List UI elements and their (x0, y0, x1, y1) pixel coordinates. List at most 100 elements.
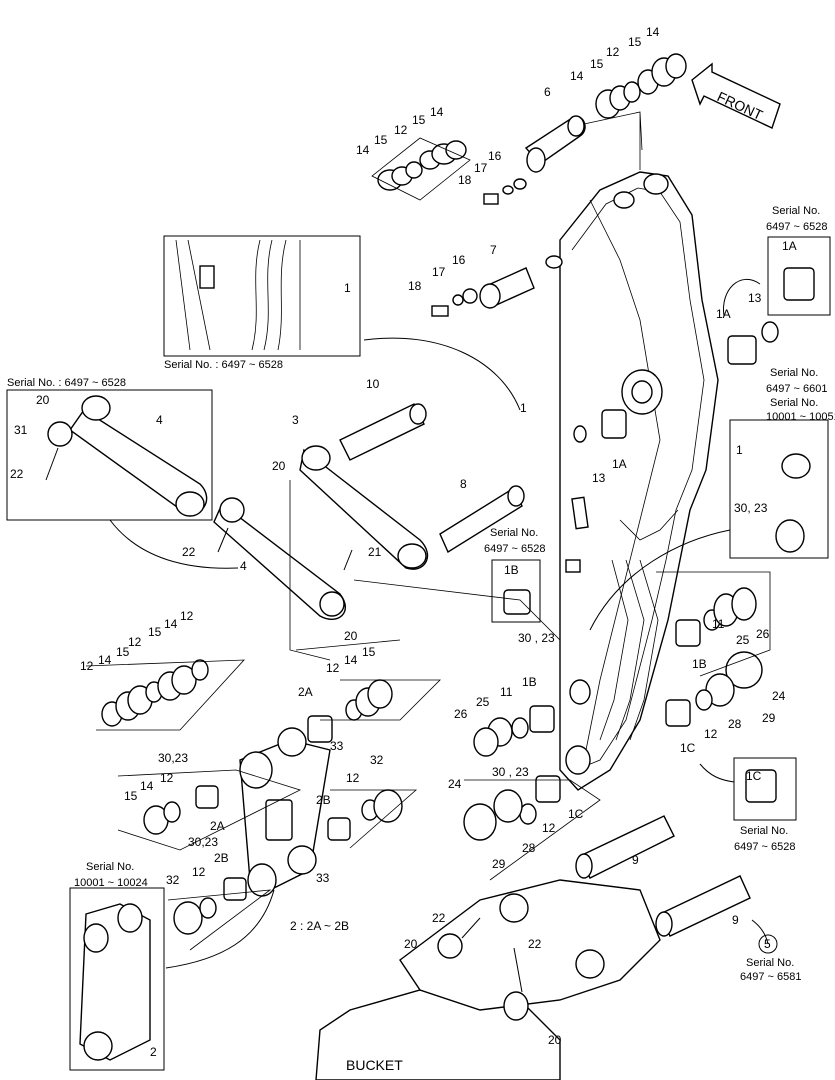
callout-label: 20 (36, 393, 50, 407)
callout-label: 14 (140, 779, 154, 793)
callout-label: 31 (14, 423, 28, 437)
arm (545, 171, 719, 791)
detail-box-1B (491, 559, 541, 623)
callout-label: 17 (432, 265, 446, 279)
callout-label: 5 (764, 937, 771, 951)
callout-label: 12 (394, 123, 408, 137)
callout-label: 20 (404, 937, 418, 951)
callout-label: 2B (214, 851, 229, 865)
callout-label: Serial No. (770, 367, 818, 379)
callout-label: 30 , 23 (492, 765, 529, 779)
link-3 (299, 445, 429, 570)
callout-label: 12 (606, 45, 620, 59)
callout-label: Serial No. (772, 205, 820, 217)
callout-label: 12 (180, 609, 194, 623)
callout-label: 2 (150, 1045, 157, 1059)
callout-label: 22 (528, 937, 542, 951)
bearings-right (463, 321, 779, 841)
top-left-rings (377, 140, 467, 191)
callout-label: 14 (356, 143, 370, 157)
bolt-18-a (483, 178, 527, 205)
callout-label: Serial No. (490, 527, 538, 539)
callout-label: 1C (680, 741, 696, 755)
callout-label: 12 (704, 727, 718, 741)
callout-label: 4 (240, 559, 247, 573)
callout-label: 1A (782, 239, 797, 253)
callout-label: 14 (430, 105, 444, 119)
callout-label: 18 (408, 279, 422, 293)
callout-label: 15 (412, 113, 426, 127)
callout-label: 33 (316, 871, 330, 885)
callout-label: 1 (736, 443, 743, 457)
callout-label: 6497 ~ 6528 (484, 543, 545, 555)
pin-9 (575, 815, 751, 937)
callout-label: 26 (454, 707, 468, 721)
callout-label: 13 (748, 291, 762, 305)
callout-label: 32 (370, 753, 384, 767)
callout-label: 25 (736, 633, 750, 647)
callout-label: 20 (548, 1033, 562, 1047)
pin-7 (431, 267, 535, 317)
callout-label: 2A (298, 685, 313, 699)
callout-label: 20 (344, 629, 358, 643)
callout-label: 3 (292, 413, 299, 427)
detail-box-1 (163, 235, 361, 357)
callout-label: 24 (772, 689, 786, 703)
callout-label: 15 (116, 645, 130, 659)
detail-box-2 (69, 887, 165, 1071)
link-2 (195, 715, 351, 901)
callout-label: 15 (590, 57, 604, 71)
callout-label: 30 , 23 (518, 631, 555, 645)
callout-label: 22 (182, 545, 196, 559)
callout-label: 26 (756, 627, 770, 641)
callout-label: 16 (488, 149, 502, 163)
link-4-detail (45, 395, 208, 517)
callout-label: 25 (476, 695, 490, 709)
detail-box-4 (6, 389, 213, 521)
callout-label: 15 (124, 789, 138, 803)
callout-label: 14 (344, 653, 358, 667)
callout-label: 9 (732, 913, 739, 927)
link-4 (213, 497, 346, 621)
callout-label: 1 (520, 401, 527, 415)
callout-label: 10 (366, 377, 380, 391)
callout-label: 2A (210, 819, 225, 833)
callout-label: 20 (272, 459, 286, 473)
bucket-label: BUCKET (346, 1057, 403, 1073)
callout-label: 14 (570, 69, 584, 83)
callout-label: Serial No. : 6497 ~ 6528 (164, 359, 283, 371)
callout-label: 1B (522, 675, 537, 689)
callout-label: 16 (452, 253, 466, 267)
callout-label: 1 (344, 281, 351, 295)
labels: 14 15 12 15 14 6 14 15 12 15 14 16 17 18… (7, 25, 835, 1073)
callout-label: Serial No. (770, 397, 818, 409)
bucket (315, 879, 661, 1080)
callout-label: 4 (156, 413, 163, 427)
callout-label: Serial No. (86, 861, 134, 873)
callout-label: 6497 ~ 6601 (766, 383, 827, 395)
callout-label: 8 (460, 477, 467, 491)
callout-label: 10001 ~ 10024 (74, 877, 148, 889)
callout-label: 1C (746, 769, 762, 783)
callout-label: 6497 ~ 6528 (734, 841, 795, 853)
callout-label: 6497 ~ 6581 (740, 971, 801, 983)
callout-label: 10001 ~ 10051 (766, 411, 835, 423)
callout-label: Serial No. (746, 957, 794, 969)
callout-label: 1A (612, 457, 627, 471)
callout-label: 15 (628, 35, 642, 49)
callout-label: 6 (544, 85, 551, 99)
callout-label: 32 (166, 873, 180, 887)
callout-label: 2B (316, 793, 331, 807)
callout-label: 6497 ~ 6528 (766, 221, 827, 233)
callout-label: 11 (500, 685, 513, 699)
detail-box-1C (733, 757, 797, 821)
callout-label: 7 (490, 243, 497, 257)
callout-label: 30,23 (158, 751, 188, 765)
callout-label: 17 (474, 161, 488, 175)
pin-6 (524, 115, 586, 173)
callout-label: 14 (646, 25, 660, 39)
callout-label: 14 (164, 617, 178, 631)
callout-label: 12 (346, 771, 360, 785)
callout-label: 1B (692, 657, 707, 671)
